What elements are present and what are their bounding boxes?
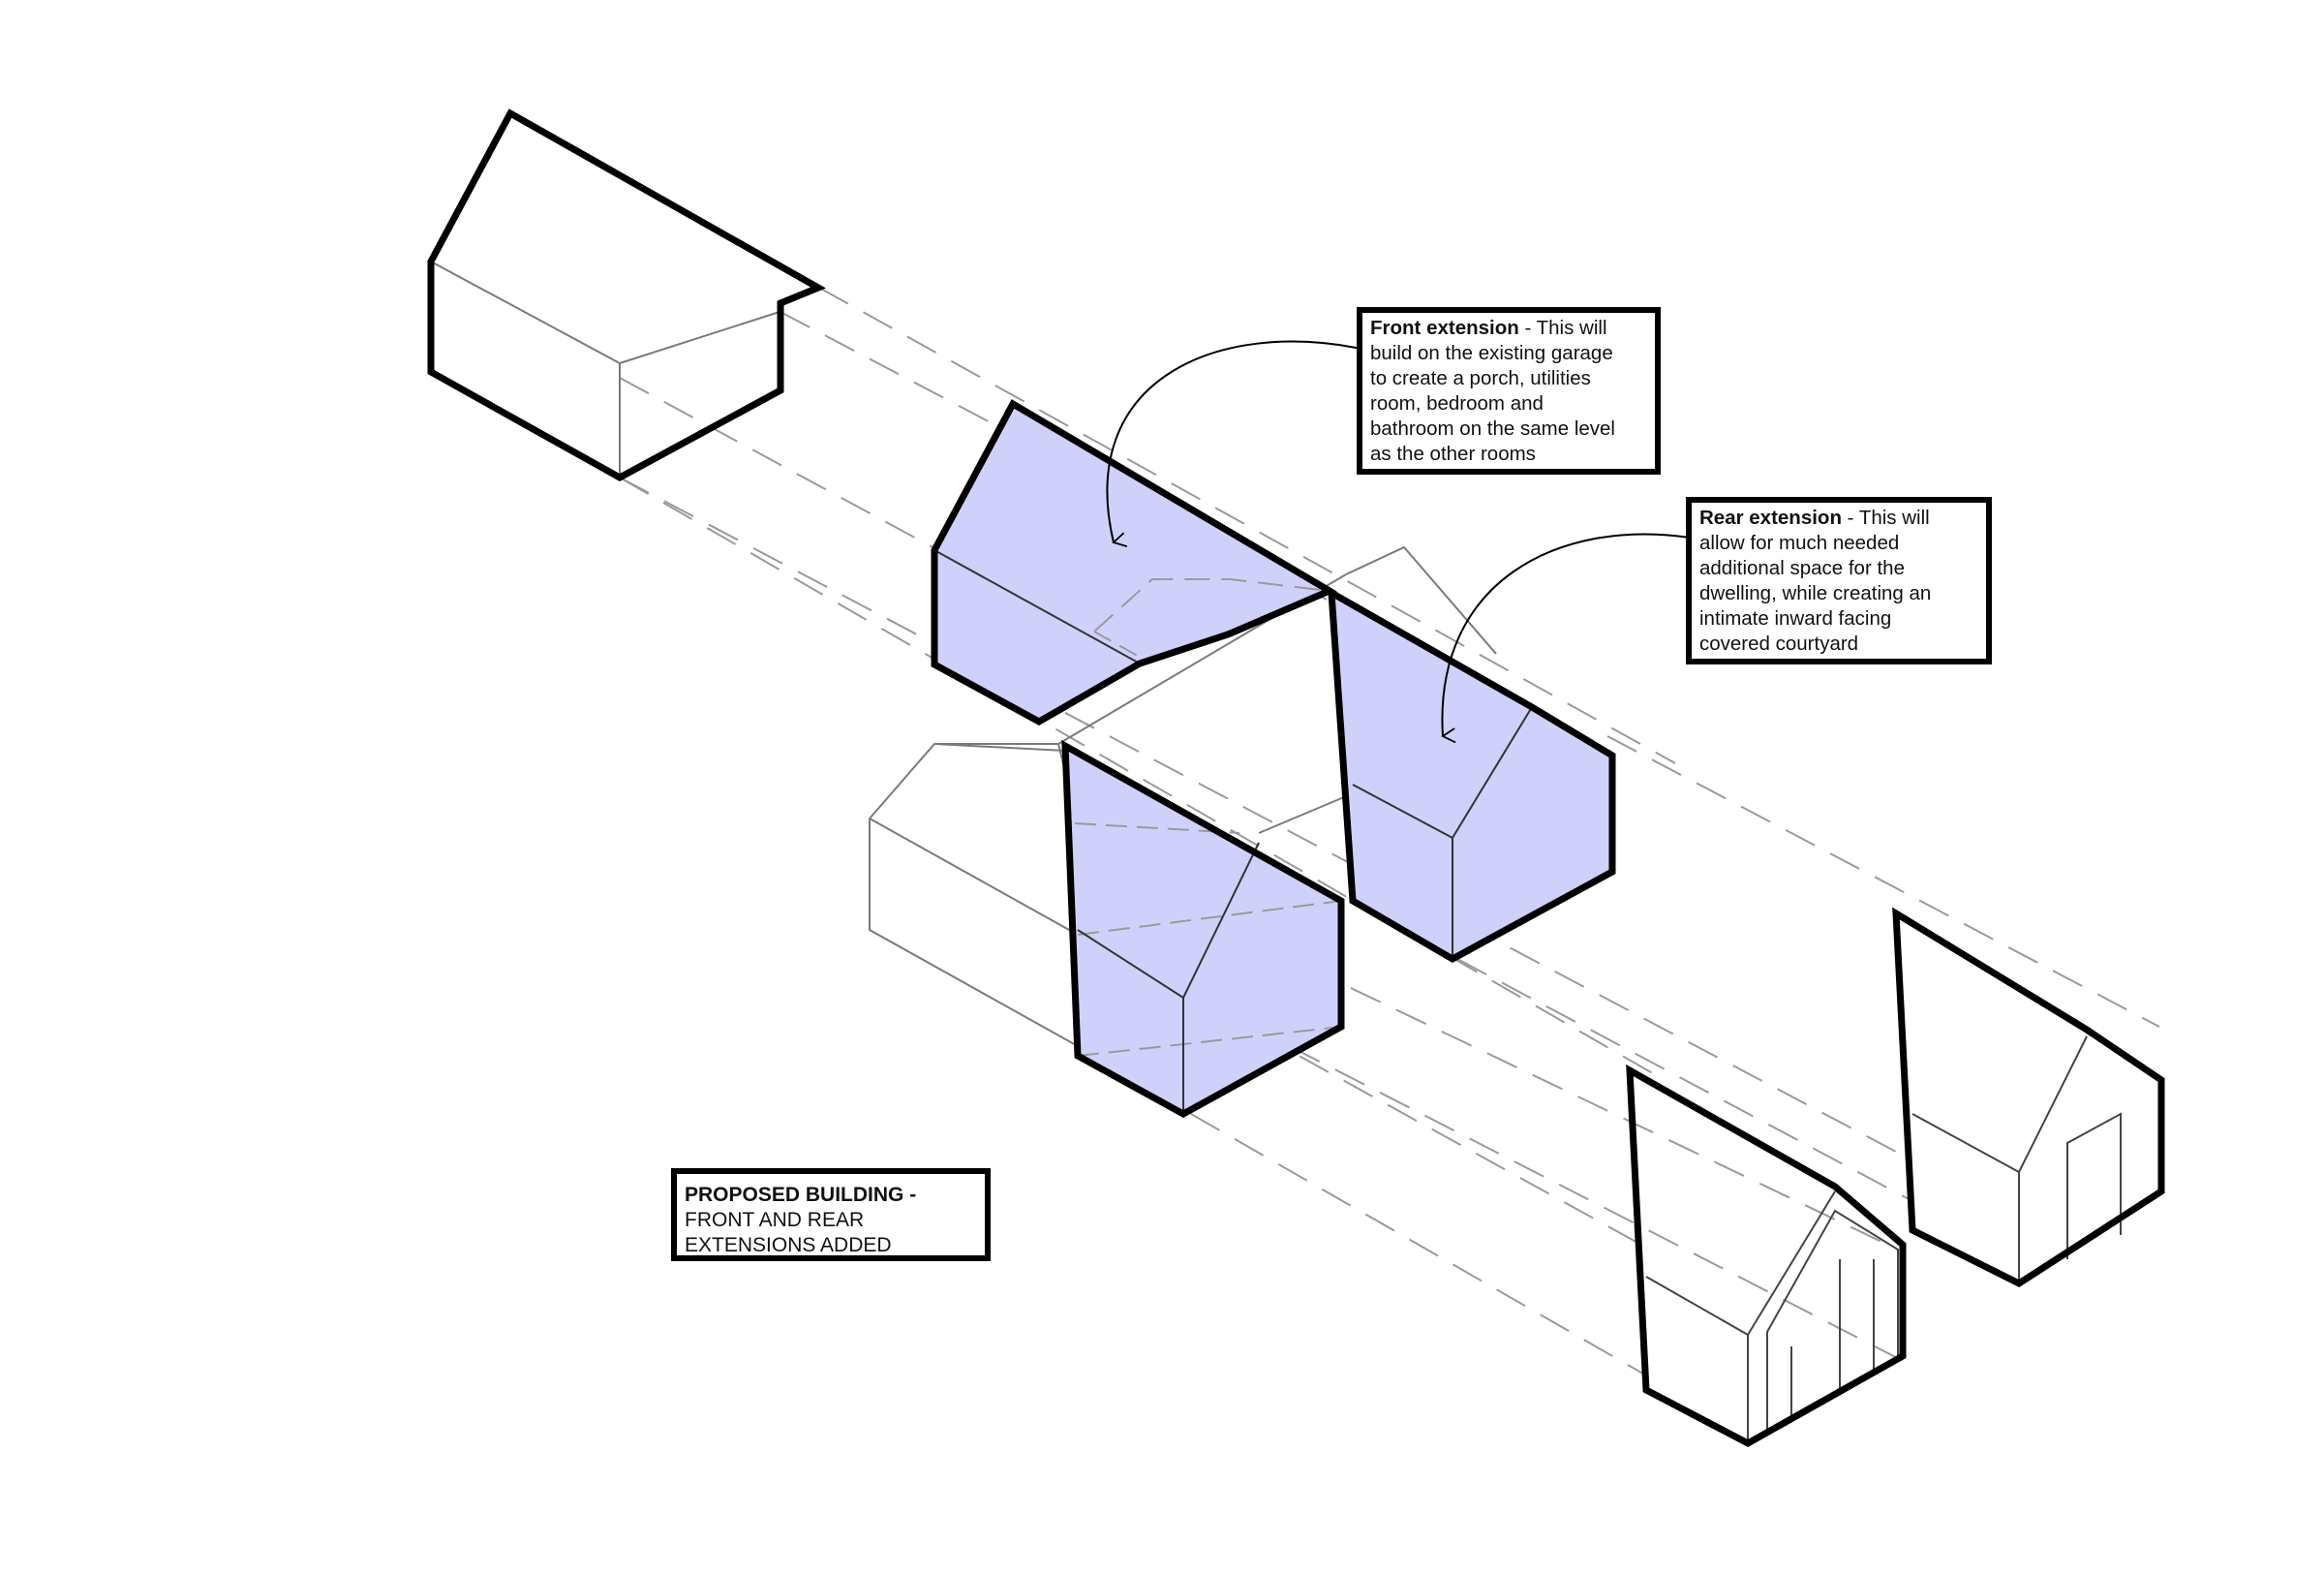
- house-outline: [1892, 907, 2165, 1288]
- rear-extension: [1328, 586, 1616, 964]
- building-edge: [933, 743, 1066, 752]
- front-extension-outline: [931, 399, 1337, 726]
- lower-extension: [1061, 739, 1345, 1118]
- note-line: to create a porch, utilities: [1370, 367, 1591, 389]
- house-edge: [2018, 1035, 2088, 1173]
- projection-line: [1456, 958, 1913, 1202]
- building-edge: [869, 818, 1079, 1047]
- rear-extension-shape: [1331, 593, 1612, 959]
- house-edge: [619, 311, 780, 364]
- note-line: - This will: [1841, 507, 1930, 529]
- house-edge: [1645, 1276, 1749, 1336]
- gable-window: [1790, 1259, 1875, 1419]
- proposed-building-label: PROPOSED BUILDING - FRONT AND REAR EXTENSI…: [671, 1168, 991, 1261]
- note-line: as the other rooms: [1370, 443, 1536, 465]
- lower-extension-outline: [1061, 739, 1345, 1118]
- rear-extension-title: Rear extension: [1699, 507, 1842, 529]
- lower-extension-shape: [1065, 746, 1341, 1114]
- front-extension: [931, 399, 1337, 726]
- projection-line: [1350, 987, 1899, 1251]
- building-edge: [1258, 793, 1352, 834]
- house-edge: [933, 549, 1141, 664]
- projection-line: [619, 477, 1899, 1154]
- note-line: FRONT AND REAR: [685, 1209, 865, 1231]
- rear-extension-outline: [1328, 586, 1616, 964]
- building-edge: [869, 545, 1497, 819]
- rear-extension-note: Rear extension - This will allow for much…: [1686, 497, 1992, 664]
- door: [2066, 1112, 2122, 1259]
- front-extension-title: Front extension: [1370, 317, 1519, 339]
- note-line: build on the existing garage: [1370, 342, 1613, 364]
- side-house-rear: [1892, 907, 2165, 1288]
- house-edge: [1747, 1190, 1836, 1336]
- house-edge: [1452, 706, 1533, 839]
- proposed-building-title: PROPOSED BUILDING -: [685, 1184, 917, 1206]
- hidden-edge: [1093, 578, 1330, 633]
- front-extension-shape: [934, 404, 1330, 722]
- house-outline: [427, 108, 826, 481]
- note-line: dwelling, while creating an: [1699, 582, 1932, 604]
- projection-line: [1200, 1000, 1913, 1367]
- front-extension-note: Front extension - This will build on the …: [1357, 307, 1661, 475]
- front-leader-arrow: [1106, 340, 1361, 542]
- note-line: intimate inward facing: [1699, 607, 1892, 630]
- hidden-edge: [1093, 631, 1144, 660]
- house-edge: [1352, 784, 1453, 839]
- house-edge: [1911, 1113, 2020, 1173]
- house-edge: [1182, 842, 1260, 999]
- projection-line: [1606, 735, 2160, 1028]
- house-edge: [430, 261, 621, 364]
- rear-leader-arrow: [1442, 533, 1691, 736]
- gable-window: [1766, 1209, 1899, 1434]
- projection-line: [1190, 1113, 1647, 1376]
- note-line: room, bedroom and: [1370, 392, 1544, 415]
- building-edge: [869, 818, 1079, 1046]
- note-line: covered courtyard: [1699, 633, 1859, 655]
- house-edge: [1077, 929, 1184, 999]
- note-line: bathroom on the same level: [1370, 417, 1615, 440]
- projection-line: [818, 287, 1676, 764]
- note-line: - This will: [1518, 317, 1607, 339]
- note-line: EXTENSIONS ADDED: [685, 1234, 892, 1256]
- existing-house: [427, 108, 826, 481]
- note-line: allow for much needed: [1699, 532, 1900, 554]
- house-outline: [1626, 1064, 1907, 1447]
- projection-line: [619, 377, 1086, 631]
- note-line: additional space for the: [1699, 557, 1905, 579]
- side-house-front: [1626, 1064, 1907, 1447]
